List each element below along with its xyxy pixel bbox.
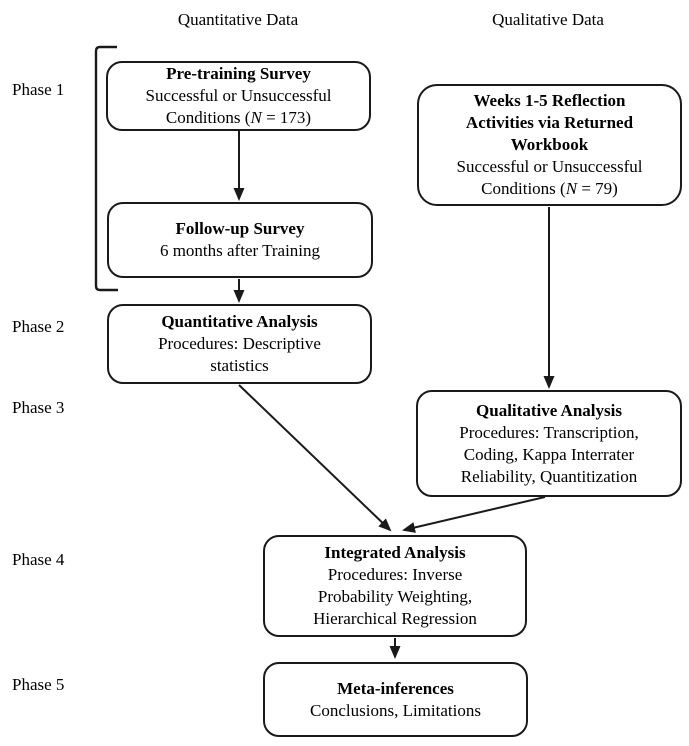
- box-weeks-reflection-workbook: Weeks 1-5 Reflection Activities via Retu…: [417, 84, 682, 206]
- sample-size-value: = 79): [577, 179, 618, 198]
- box-title-line: Workbook: [510, 135, 589, 154]
- box-body-line: statistics: [210, 356, 269, 375]
- box-body-line: Probability Weighting,: [317, 587, 473, 606]
- sample-size-variable: N: [250, 108, 262, 127]
- phase-2-label: Phase 2: [12, 317, 65, 336]
- box-title: Qualitative Analysis: [476, 400, 622, 420]
- sample-size-variable: N: [565, 179, 578, 198]
- box-integrated-analysis: Integrated Analysis Procedures: Inverse …: [263, 535, 527, 637]
- box-body-line: Coding, Kappa Interrater: [463, 444, 635, 464]
- box-body-line: Procedures: Descriptive: [158, 334, 321, 353]
- box-body-line: Successful or Unsuccessful: [456, 157, 643, 176]
- box-title: Meta-inferences: [337, 678, 454, 698]
- phase-4-label: Phase 4: [12, 550, 65, 569]
- box-sample-size-line: Conditions (N = 79): [481, 178, 618, 200]
- box-follow-up-survey: Follow-up Survey 6 months after Training: [107, 202, 373, 278]
- phase-1-label: Phase 1: [12, 80, 65, 99]
- arrow-quantitative-to-integrated: [238, 384, 392, 532]
- arrow-qualitative-to-integrated: [402, 496, 546, 533]
- phase-3-label: Phase 3: [12, 398, 65, 417]
- box-sample-size-line: Conditions (N = 173): [166, 107, 311, 129]
- box-title-line: Weeks 1-5 Reflection: [473, 91, 626, 110]
- box-body-line: Successful or Unsuccessful: [145, 86, 332, 105]
- box-meta-inferences: Meta-inferences Conclusions, Limitations: [263, 662, 528, 737]
- qualitative-data-header: Qualitative Data: [492, 10, 604, 29]
- sample-size-prefix: Conditions (: [481, 179, 566, 198]
- box-title: Follow-up Survey: [175, 219, 305, 238]
- box-body-line: Hierarchical Regression: [313, 609, 477, 628]
- quantitative-data-header: Quantitative Data: [177, 10, 299, 29]
- box-body-line: Procedures: Inverse: [327, 565, 463, 584]
- box-title-line: Activities via Returned: [465, 113, 634, 132]
- box-pre-training-survey: Pre-training Survey Successful or Unsucc…: [106, 61, 371, 131]
- sample-size-value: = 173): [261, 108, 312, 127]
- box-body-line: Reliability, Quantitization: [460, 466, 638, 486]
- box-body-line: Procedures: Transcription,: [459, 422, 639, 442]
- phase-5-label: Phase 5: [12, 675, 65, 694]
- box-title: Pre-training Survey: [166, 64, 311, 83]
- box-quantitative-analysis: Quantitative Analysis Procedures: Descri…: [107, 304, 372, 384]
- box-body-line: 6 months after Training: [159, 241, 321, 260]
- box-title: Quantitative Analysis: [161, 312, 318, 331]
- box-qualitative-analysis: Qualitative Analysis Procedures: Transcr…: [416, 390, 682, 497]
- box-title: Integrated Analysis: [324, 543, 466, 562]
- sample-size-prefix: Conditions (: [165, 108, 251, 127]
- box-body-line: Conclusions, Limitations: [310, 700, 481, 720]
